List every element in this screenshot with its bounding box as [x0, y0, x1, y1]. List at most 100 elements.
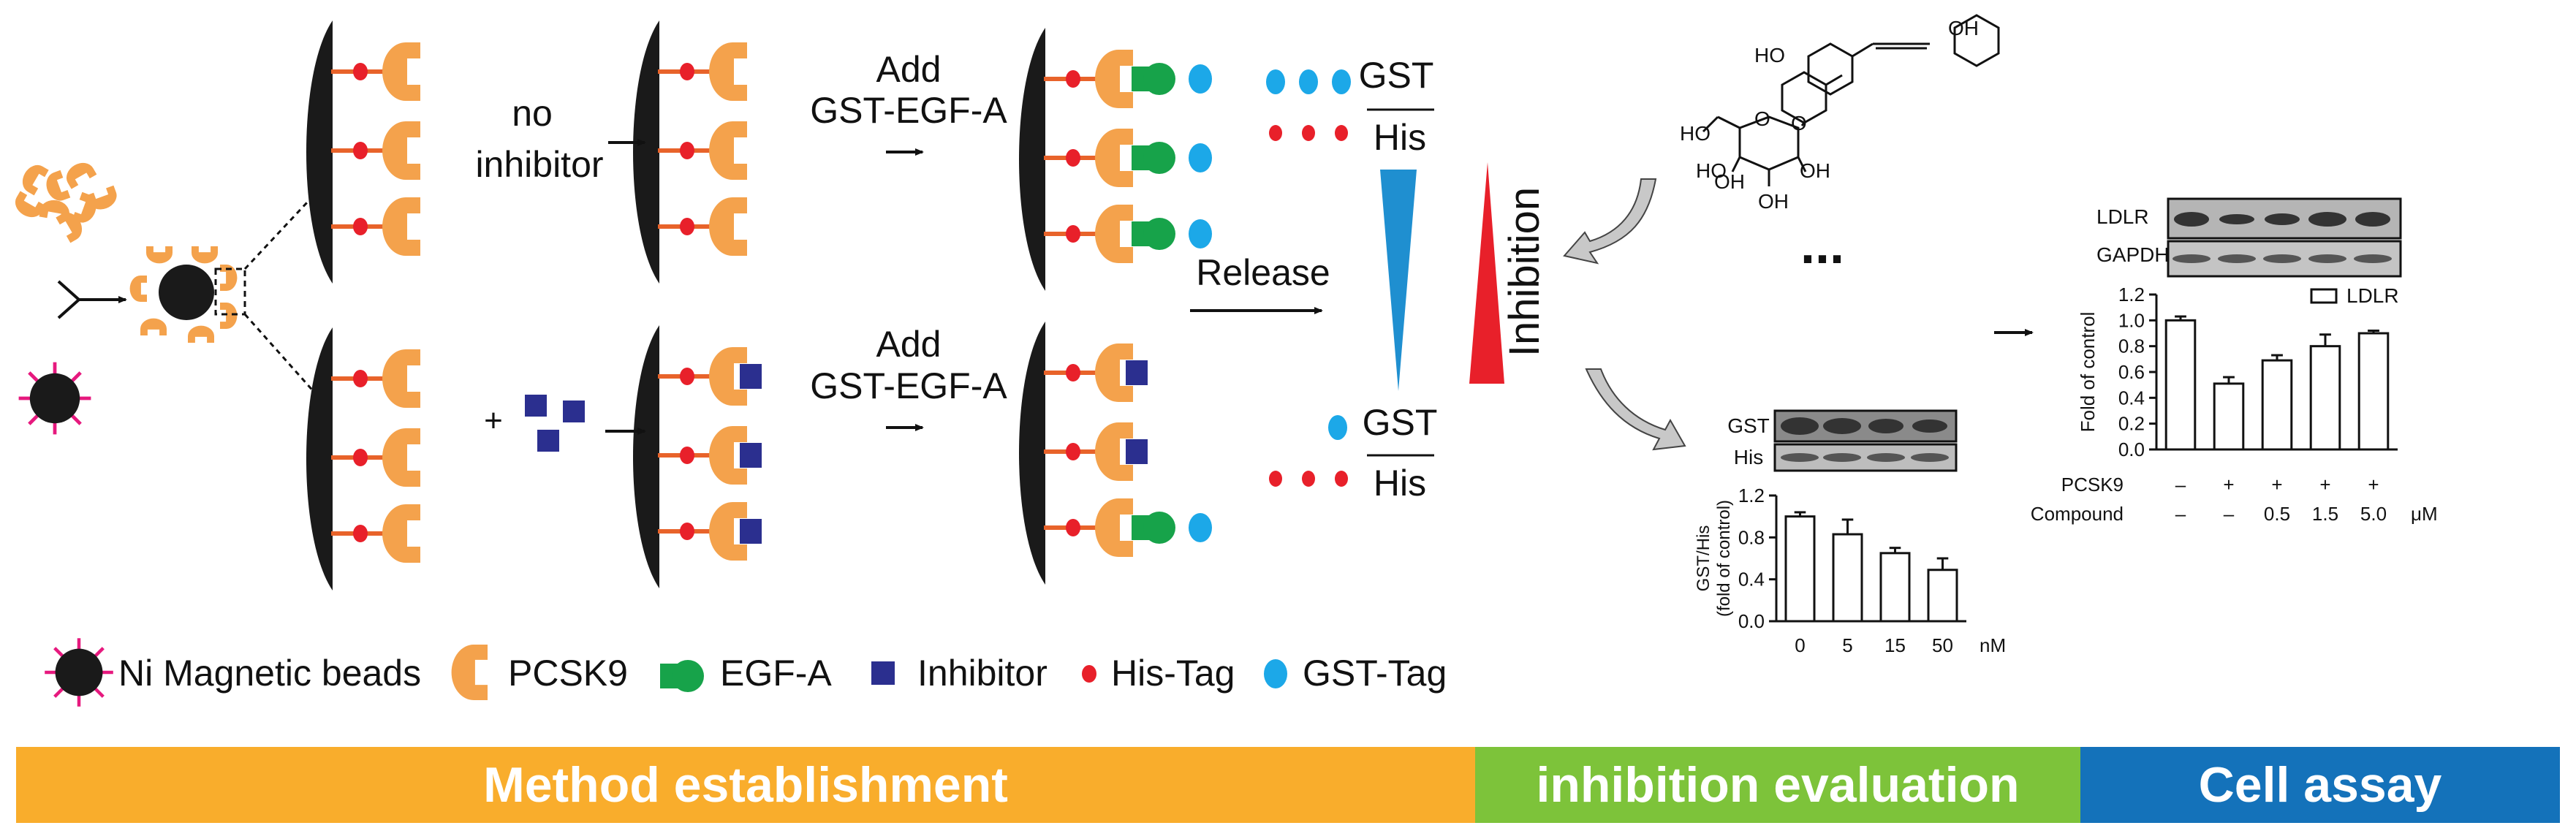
pcsk9-icon [709, 197, 747, 256]
pcsk9-icon [451, 645, 488, 700]
y-tick-label: 0.4 [1738, 569, 1765, 591]
row-compound-label: Compound [2031, 503, 2124, 525]
y-tick-label: 1.2 [1738, 485, 1765, 506]
blot-row-gapdh: GAPDH [2096, 243, 2170, 266]
inhibition-increase-wedge [1469, 162, 1504, 384]
x-tick-label: 15 [1884, 634, 1906, 656]
free-pcsk9-cluster [10, 158, 121, 243]
y-tick-label: 0.2 [2118, 413, 2145, 435]
released-tags-bottom [1269, 415, 1348, 487]
western-blot-icon [1773, 409, 1958, 472]
gst-tag-icon [1189, 64, 1212, 94]
y-tick-label: 0.0 [2118, 439, 2145, 460]
y-tick-label: 0.8 [1738, 526, 1765, 548]
inhibitor-icon [1126, 439, 1148, 464]
compound-atom-labels: HO OH HO O O HO OH OH OH [1680, 17, 1979, 213]
legend-pcsk9: PCSK9 [508, 653, 628, 694]
band-method-establishment: Method establishment [16, 747, 1475, 823]
bar [2164, 319, 2197, 451]
bar [2261, 359, 2293, 451]
inhibitor-icon [740, 443, 762, 468]
y-tick-label: 0.8 [2118, 335, 2145, 357]
bar [2213, 382, 2245, 451]
bar [1832, 533, 1863, 623]
ni-magnetic-bead-icon [45, 638, 113, 707]
bead-surface-panel [633, 325, 762, 588]
x-unit-label: nM [1980, 634, 2006, 656]
bead-surface-panel [1019, 28, 1212, 291]
row-pcsk9-value: + [2271, 474, 2282, 496]
add-bottom-1: Add [876, 324, 942, 365]
add-bottom-2: GST-EGF-A [810, 365, 1007, 406]
merge-arrow [57, 280, 127, 319]
pcsk9-icon [382, 42, 420, 101]
gst-decrease-wedge [1380, 170, 1417, 391]
inhibitor-squares [525, 395, 585, 452]
bead-surface-panel [306, 20, 420, 284]
gst-tag-icon [1189, 219, 1212, 248]
inhibitor-icon [871, 661, 895, 685]
pcsk9-icon [1095, 205, 1133, 263]
pcsk9-icon [1095, 498, 1133, 557]
legend-his: His-Tag [1111, 653, 1235, 694]
gst-tag-icon [1189, 513, 1212, 542]
svg-text:OH: OH [1758, 190, 1789, 213]
row-compound-value: 0.5 [2264, 503, 2290, 525]
row-compound-value: 5.0 [2360, 503, 2387, 525]
compound-unit: μM [2411, 503, 2438, 525]
gst-bottom-label: GST [1363, 402, 1438, 443]
y-tick-label: 0.6 [2118, 361, 2145, 383]
legend: Ni Magnetic beads PCSK9 EGF-A Inhibitor … [45, 638, 1447, 707]
row-pcsk9-value: + [2223, 474, 2234, 496]
gst-tag-icon [1189, 143, 1212, 172]
his-bottom-label: His [1374, 463, 1426, 504]
row-pcsk9-value: – [2175, 474, 2186, 496]
row-compound-value: 1.5 [2312, 503, 2338, 525]
pcsk9-icon [382, 121, 420, 180]
bead-surface-panel [306, 327, 420, 591]
no-inhibitor-label-2: inhibitor [475, 144, 603, 185]
svg-text:O: O [1791, 112, 1807, 134]
svg-text:HO: HO [1680, 122, 1711, 145]
egf-a-icon [1132, 63, 1175, 95]
y-tick-label: 0.0 [1738, 610, 1765, 632]
egf-a-icon [1132, 512, 1175, 544]
row-pcsk9-label: PCSK9 [2061, 474, 2124, 496]
inhibitor-icon [1126, 360, 1148, 385]
bar [2309, 345, 2341, 451]
legend-swatch [2310, 288, 2338, 304]
pcsk9-icon [382, 428, 420, 487]
add-top-2: GST-EGF-A [810, 90, 1007, 131]
legend-inhibitor: Inhibitor [917, 653, 1048, 694]
curved-arrow-icon-2 [1585, 368, 1686, 451]
blot-row-ldlr: LDLR [2096, 205, 2149, 228]
his-tag-icon [1082, 665, 1096, 683]
band-evaluation-label: inhibition evaluation [1536, 757, 2020, 813]
egf-a-icon [660, 660, 704, 692]
gst-tag-icon [1264, 659, 1287, 688]
y-axis-label-2: (fold of control) [1714, 500, 1734, 617]
inhibitor-icon [740, 519, 762, 544]
release-label: Release [1196, 252, 1330, 293]
legend-egf: EGF-A [720, 653, 832, 694]
y-axis-label-1: GST/His [1694, 525, 1713, 592]
legend-beads: Ni Magnetic beads [118, 653, 421, 694]
add-top-1: Add [876, 49, 942, 90]
svg-text:OH: OH [1714, 170, 1745, 193]
gst-top-label: GST [1359, 55, 1434, 96]
bar [1879, 552, 1911, 623]
inhibitor-icon [740, 364, 762, 389]
legend-gst: GST-Tag [1303, 653, 1447, 694]
egf-a-icon [1132, 218, 1175, 250]
x-tick-label: 50 [1932, 634, 1953, 656]
row-compound-value: – [2224, 503, 2235, 525]
compound-structure [1702, 14, 2000, 186]
svg-text:O: O [1754, 107, 1770, 130]
bead-surface-panel [633, 20, 747, 284]
pcsk9-icon [1095, 129, 1133, 187]
bar [1784, 515, 1816, 623]
his-top-label: His [1374, 117, 1426, 158]
blot-row-his: His [1734, 446, 1763, 468]
